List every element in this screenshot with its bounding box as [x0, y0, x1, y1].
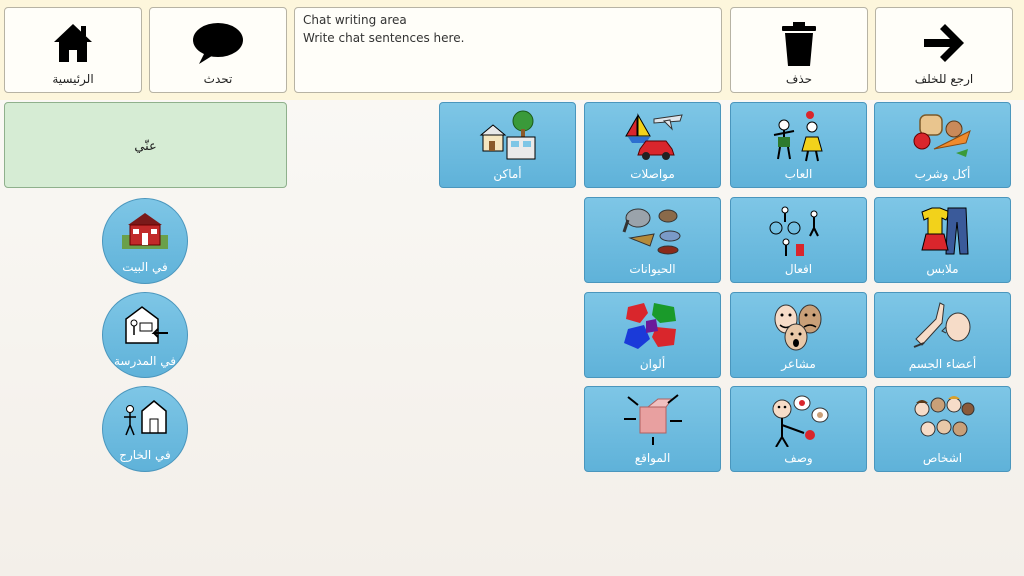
places-icon: [479, 110, 535, 160]
category-label: أكل وشرب: [914, 167, 971, 181]
category-label: أعضاء الجسم: [908, 357, 977, 371]
play-icon: [773, 111, 823, 162]
category-label: المواقع: [634, 451, 671, 465]
positions-icon: [623, 394, 682, 445]
speak-label: تحدث: [203, 72, 233, 86]
chat-writing-area[interactable]: Chat writing area Write chat sentences h…: [294, 7, 722, 93]
category-label: الحيوانات: [629, 262, 676, 276]
back-label: ارجع للخلف: [914, 72, 974, 86]
body-parts-icon: [913, 302, 970, 348]
about-me-label: عنّي: [134, 139, 157, 154]
category-label: مشاعر: [781, 357, 816, 371]
category-body-parts[interactable]: أعضاء الجسم: [874, 292, 1011, 378]
category-label: افعال: [784, 262, 813, 276]
category-clothes[interactable]: ملابس: [874, 197, 1011, 283]
category-label: ألوان: [639, 357, 666, 371]
category-feelings[interactable]: مشاعر: [730, 292, 867, 378]
trash-icon: [782, 22, 816, 66]
house-icon: [122, 213, 168, 249]
category-label: ملابس: [926, 262, 959, 276]
delete-button[interactable]: حذف: [730, 7, 868, 93]
category-places[interactable]: أماكن: [439, 102, 576, 188]
feelings-icon: [774, 304, 821, 351]
category-actions[interactable]: افعال: [730, 197, 867, 283]
colors-icon: [623, 303, 676, 349]
category-label: أماكن: [493, 167, 522, 181]
home-label: الرئيسية: [52, 72, 94, 86]
category-food-drink[interactable]: أكل وشرب: [874, 102, 1011, 188]
category-label: اشخاص: [922, 451, 963, 465]
category-describe[interactable]: وصف: [730, 386, 867, 472]
delete-label: حذف: [785, 72, 813, 86]
school-icon: [125, 306, 168, 344]
speech-bubble-icon: [193, 23, 243, 64]
category-label: مواصلات: [630, 167, 675, 181]
location-at-home[interactable]: في البيت: [102, 198, 188, 284]
chat-line-1: Chat writing area: [303, 13, 407, 27]
location-label: في البيت: [122, 260, 168, 274]
location-label: في المدرسة: [113, 354, 177, 368]
category-games[interactable]: العاب: [730, 102, 867, 188]
home-button[interactable]: الرئيسية: [4, 7, 142, 93]
actions-icon: [769, 206, 819, 256]
home-icon: [54, 24, 92, 62]
transport-icon: [624, 113, 683, 160]
clothes-icon: [920, 207, 969, 255]
arrow-right-icon: [924, 24, 964, 62]
speak-button[interactable]: تحدث: [149, 7, 287, 93]
category-colors[interactable]: ألوان: [584, 292, 721, 378]
chat-line-2: Write chat sentences here.: [303, 31, 465, 45]
category-label: وصف: [784, 451, 813, 465]
location-outside[interactable]: في الخارج: [102, 386, 188, 472]
outside-icon: [124, 400, 167, 436]
food-icon: [913, 114, 971, 157]
location-at-school[interactable]: في المدرسة: [102, 292, 188, 378]
animals-icon: [622, 208, 680, 255]
category-label: العاب: [784, 167, 813, 181]
category-people[interactable]: اشخاص: [874, 386, 1011, 472]
people-icon: [914, 396, 974, 437]
location-label: في الخارج: [119, 448, 171, 462]
category-transport[interactable]: مواصلات: [584, 102, 721, 188]
describe-icon: [772, 395, 828, 447]
back-button[interactable]: ارجع للخلف: [875, 7, 1013, 93]
category-positions[interactable]: المواقع: [584, 386, 721, 472]
about-me-button[interactable]: عنّي: [4, 102, 287, 188]
category-animals[interactable]: الحيوانات: [584, 197, 721, 283]
